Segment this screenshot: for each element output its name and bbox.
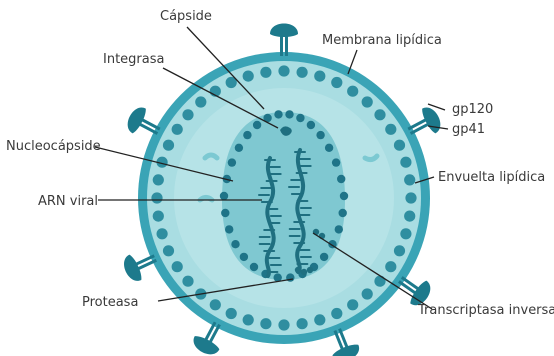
membrane-bead [314,314,325,325]
membrane-bead [400,228,411,239]
capsid-bead [225,225,233,233]
capsid-bead [325,144,333,152]
capsid-bead [307,121,315,129]
membrane-bead [210,299,221,310]
gp41-stalk [280,36,283,56]
capsid-bead [320,253,328,261]
capsid-bead [339,209,347,217]
membrane-bead [195,96,206,107]
capsid [220,110,348,282]
capsid-bead [240,253,248,261]
gp120-knob [270,24,298,38]
membrane-bead [163,140,174,151]
membrane-bead [153,211,164,222]
label-gp120: gp120 [452,102,493,117]
membrane-bead [172,124,183,135]
capsid-bead [316,131,324,139]
membrane-bead [151,192,162,203]
membrane-bead [394,245,405,256]
membrane-bead [385,124,396,135]
label-nucleocapsid: Nucleocápside [6,139,101,154]
membrane-bead [278,319,289,330]
membrane-bead [362,288,373,299]
membrane-bead [362,96,373,107]
capsid-bead [274,110,282,118]
label-gp41: gp41 [452,122,485,137]
membrane-bead [331,77,342,88]
capsid-bead [220,192,228,200]
membrane-bead [374,109,385,120]
membrane-bead [400,157,411,168]
label-reverse-transcriptase: Transcriptasa inversa [417,303,554,318]
membrane-bead [182,109,193,120]
membrane-bead [243,314,254,325]
membrane-bead [278,65,289,76]
capsid-bead [332,158,340,166]
membrane-bead [243,71,254,82]
capsid-bead [285,110,293,118]
membrane-bead [404,211,415,222]
label-integrase: Integrasa [103,52,164,67]
membrane-bead [163,245,174,256]
gp120-knob [190,334,221,356]
label-protease: Proteasa [82,295,138,310]
gp41-stalk [285,36,288,56]
membrane-bead [182,276,193,287]
membrane-bead [404,174,415,185]
capsid-bead [228,158,236,166]
label-capsid: Cápside [160,9,212,24]
membrane-bead [347,86,358,97]
membrane-bead [297,318,308,329]
label-lipid-membrane: Membrana lipídica [322,33,442,48]
capsid-bead [221,209,229,217]
membrane-bead [331,308,342,319]
membrane-bead [157,228,168,239]
membrane-bead [405,192,416,203]
label-viral-rna: ARN viral [38,194,98,209]
membrane-bead [226,308,237,319]
membrane-bead [260,318,271,329]
membrane-bead [374,276,385,287]
capsid-bead [243,131,251,139]
fragment [205,155,217,158]
membrane-bead [172,261,183,272]
capsid-bead [337,175,345,183]
membrane-bead [260,67,271,78]
gp120-gp41-spike [270,24,298,57]
label-lipid-envelope: Envuelta lipídica [438,170,545,185]
capsid-bead [231,240,239,248]
capsid-bead [335,225,343,233]
capsid-bead [253,121,261,129]
membrane-bead [314,71,325,82]
membrane-bead [394,140,405,151]
gp120-knob [123,104,148,135]
membrane-bead [153,174,164,185]
membrane-bead [297,67,308,78]
capsid-bead [250,263,258,271]
capsid-bead [340,192,348,200]
membrane-bead [385,261,396,272]
capsid-bead [296,114,304,122]
membrane-bead [347,299,358,310]
capsid-bead [235,144,243,152]
